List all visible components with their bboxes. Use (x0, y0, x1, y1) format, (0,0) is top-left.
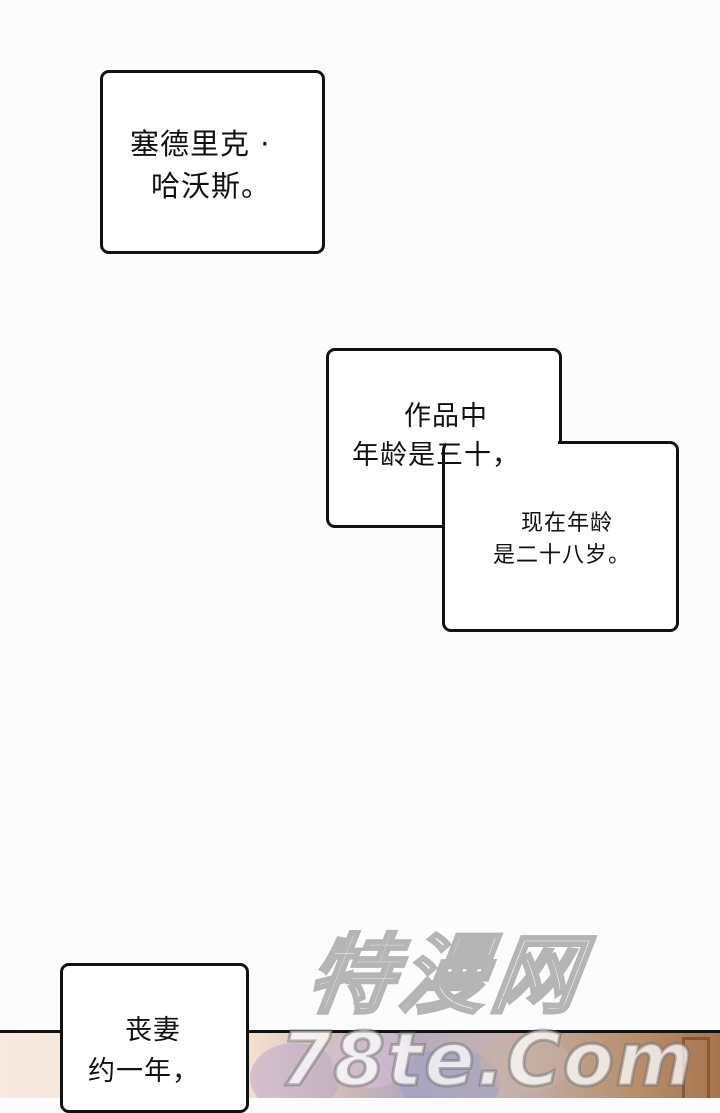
panel-flower-blur (480, 1033, 570, 1093)
watermark-sub-text: 78te.Com (279, 1016, 695, 1105)
panel-flower-blur (250, 1043, 340, 1098)
panel-door-frame (682, 1037, 710, 1098)
speech-box-widow (60, 963, 249, 1113)
widow-line-2: 约一年， (88, 1056, 200, 1087)
speech-box-seam-cover-2 (446, 445, 571, 524)
age-a-line-1: 作品中 (404, 401, 488, 432)
speech-box-name (100, 70, 325, 254)
watermark-main-text: 特漫网 (300, 925, 593, 1028)
name-line-1: 塞德里克 · (130, 127, 271, 161)
name-line-2: 哈沃斯。 (151, 169, 272, 203)
age-a-line-2: 年龄是三十， (352, 440, 520, 471)
age-b-line-2: 是二十八岁。 (493, 543, 632, 568)
widow-line-1: 丧妻 (125, 1015, 181, 1046)
panel-flower-blur (330, 1033, 410, 1088)
age-b-line-1: 现在年龄 (521, 511, 614, 536)
watermark: 特漫网 78te.Com (279, 905, 695, 1105)
speech-box-seam-cover-3 (446, 440, 558, 446)
